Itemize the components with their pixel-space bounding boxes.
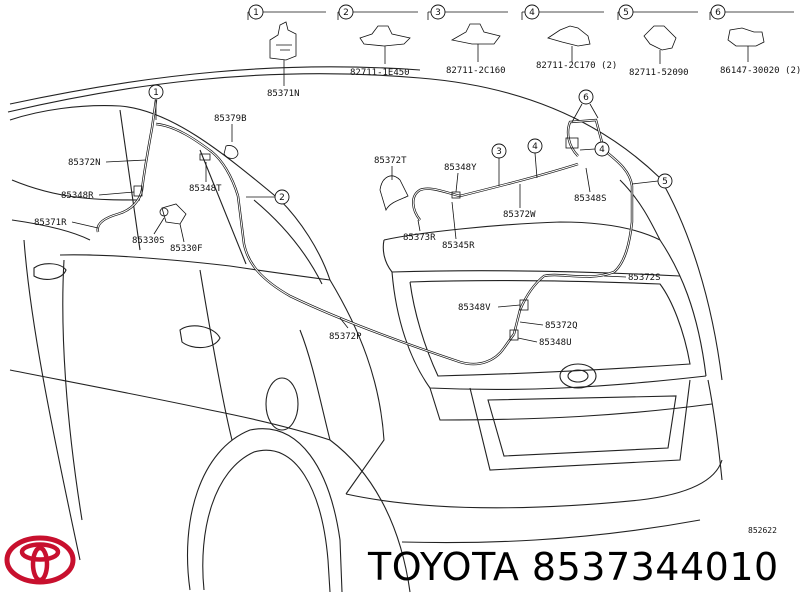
callout-4b: 4 (599, 145, 605, 155)
label-85372W: 85372W (503, 210, 536, 220)
label-85372P: 85372P (329, 332, 362, 342)
legend-number: 4 (529, 8, 535, 18)
label-85348Y: 85348Y (444, 163, 477, 173)
legend-number: 6 (715, 8, 721, 18)
legend-item-2: 2 82711-1E450 (337, 4, 418, 78)
callout-3: 3 (496, 147, 502, 157)
legend-item-3: 3 82711-2C160 (427, 4, 508, 76)
label-85330S: 85330S (132, 236, 165, 246)
label-85372T: 85372T (374, 156, 407, 166)
label-85348S: 85348S (574, 194, 607, 204)
legend-number: 5 (623, 8, 629, 18)
legend-part: 82711-2C170 (2) (536, 61, 617, 71)
label-85371R: 85371R (34, 218, 67, 228)
legend-number: 2 (343, 8, 349, 18)
label-85348T: 85348T (189, 184, 222, 194)
legend-part: 86147-30020 (2) (720, 66, 800, 76)
pump-icon (161, 203, 187, 225)
label-85372N: 85372N (68, 158, 101, 168)
callouts: 1 2 3 4 4 5 6 (148, 84, 673, 205)
label-85348V: 85348V (458, 303, 491, 313)
legend-number: 3 (435, 8, 441, 18)
part-labels: 85379B 85372N 85348T 85348R 85371R 85330… (34, 114, 777, 535)
nozzle-icon (379, 175, 409, 212)
legend-part: 85371N (267, 89, 300, 99)
label-85345R: 85345R (442, 241, 475, 251)
label-85379B: 85379B (214, 114, 247, 124)
brand-caption: TOYOTA 8537344010 (368, 545, 779, 589)
callout-1: 1 (153, 88, 159, 98)
toyota-logo (4, 535, 76, 585)
legend-item-1: 1 85371N (247, 4, 326, 99)
label-85348R: 85348R (61, 191, 94, 201)
legend-part: 82711-52090 (629, 68, 689, 78)
label-85373R: 85373R (403, 233, 436, 243)
label-85348U: 85348U (539, 338, 572, 348)
callout-2: 2 (279, 193, 285, 203)
callout-6: 6 (583, 93, 589, 103)
legend-item-6: 6 86147-30020 (2) (709, 4, 800, 76)
label-85372S: 85372S (628, 273, 661, 283)
label-85330F: 85330F (170, 244, 203, 254)
legend-part: 82711-1E450 (350, 68, 410, 78)
car-body-outline (7, 66, 723, 593)
grommet-icon (223, 145, 239, 159)
washer-hose-route (96, 99, 634, 366)
legend-number: 1 (253, 8, 259, 18)
callout-4a: 4 (532, 142, 538, 152)
legend-item-4: 4 82711-2C170 (2) (521, 4, 617, 71)
legend-item-5: 5 82711-52090 (617, 4, 698, 78)
label-85372Q: 85372Q (545, 321, 578, 331)
legend-strip: 1 85371N 2 82711-1E450 3 82711-2C160 (247, 4, 800, 99)
figure-code: 852622 (748, 526, 777, 535)
legend-part: 82711-2C160 (446, 66, 506, 76)
callout-5: 5 (662, 177, 668, 187)
